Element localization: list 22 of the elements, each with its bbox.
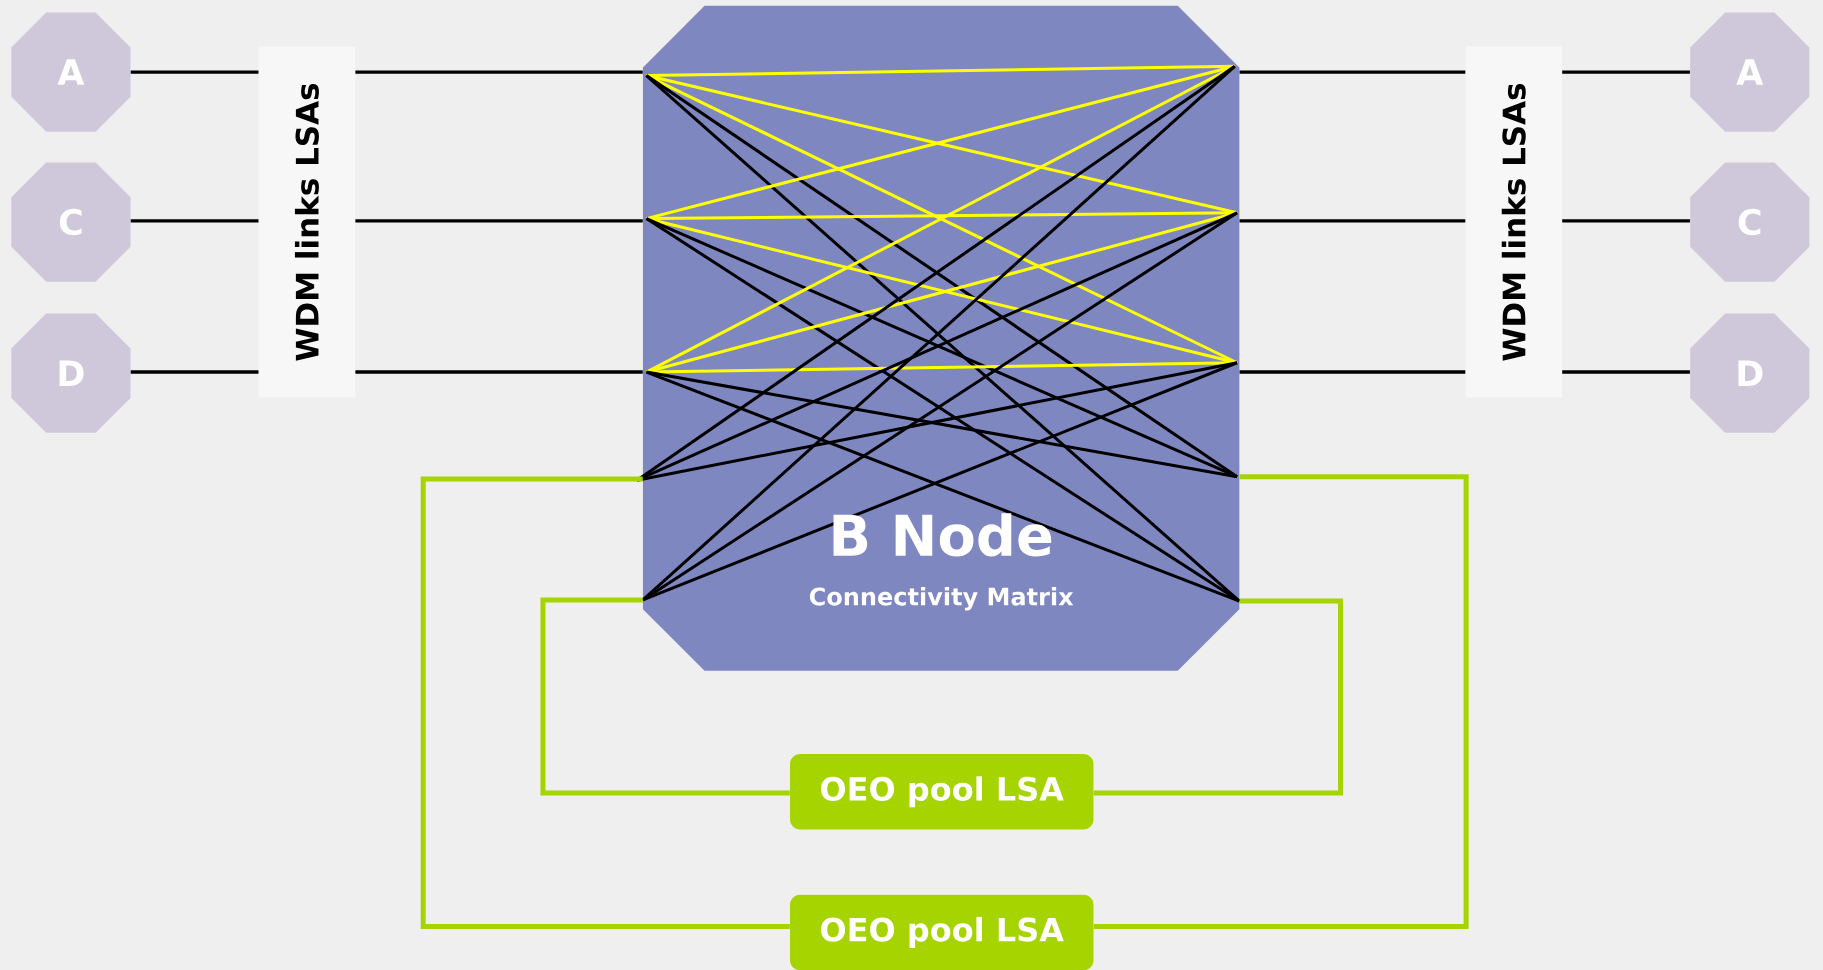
label-band: WDM links LSAs — [258, 46, 356, 398]
connector-line — [540, 597, 790, 796]
connector-line — [1239, 370, 1466, 374]
connector-line — [1562, 219, 1690, 223]
label-band: WDM links LSAs — [1465, 46, 1562, 398]
connector-line — [130, 219, 259, 223]
connector-line — [1239, 219, 1466, 223]
pool-box: OEO pool LSA — [790, 894, 1094, 970]
pool-box: OEO pool LSA — [790, 753, 1094, 830]
node-title: B Node — [833, 513, 1052, 557]
connector-line — [1239, 70, 1466, 74]
connector-line — [1093, 598, 1344, 796]
connector-line — [355, 370, 643, 374]
connector-line — [1562, 70, 1690, 74]
connector-line — [355, 70, 643, 74]
connector-line — [130, 70, 259, 74]
connector-line — [355, 219, 643, 223]
connector-line — [1093, 474, 1469, 930]
node-subtitle: Connectivity Matrix — [809, 587, 1074, 611]
connector-line — [130, 370, 259, 374]
connector-line — [420, 476, 790, 930]
connector-line — [1562, 370, 1690, 374]
